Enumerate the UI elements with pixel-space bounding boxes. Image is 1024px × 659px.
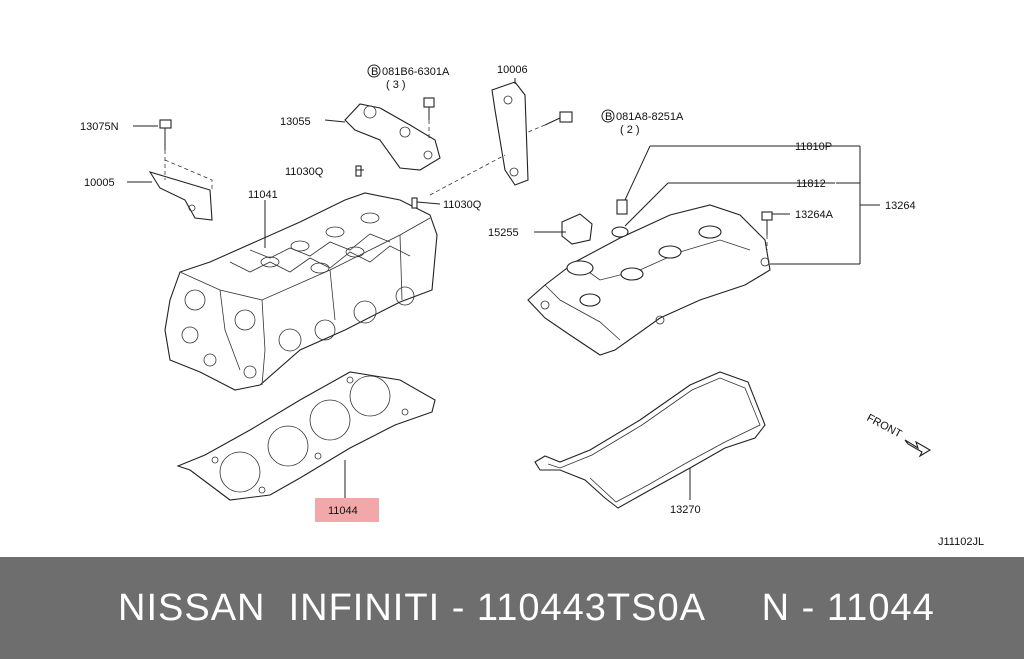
footer-separator: - [440,586,477,629]
label-081b6-group[interactable]: B 081B6-6301A ( 3 ) [367,64,450,91]
label-081a8-qty: ( 2 ) [620,124,640,136]
label-13264a[interactable]: 13264A [795,209,834,221]
rocker-gasket-drawing [534,371,766,509]
circled-b-mark-2: B [605,111,612,123]
diagram-code: J11102JL [938,536,984,548]
label-081a8-group[interactable]: B 081A8-8251A ( 2 ) [601,109,684,136]
label-13055[interactable]: 13055 [280,116,311,128]
bolt-081a8-drawing [544,111,573,126]
label-13264[interactable]: 13264 [885,200,916,212]
bolt-081b6-drawing [423,97,435,120]
bolt-13075n-drawing [159,119,172,150]
front-label: FRONT [865,412,904,441]
label-13270[interactable]: 13270 [670,504,701,516]
label-10005[interactable]: 10005 [84,177,115,189]
footer-text: NISSAN INFINITI - 110443TS0A N - 11044 [0,587,935,630]
label-081b6-6301a: 081B6-6301A [382,66,450,78]
label-15255[interactable]: 15255 [488,227,519,239]
dowel-pins-drawing [355,165,418,209]
label-13075n[interactable]: 13075N [80,121,119,133]
label-081b6-qty: ( 3 ) [386,79,406,91]
bracket-13055-drawing [344,103,441,171]
bracket-10006-drawing [491,81,529,186]
leader-lines [127,78,880,500]
footer-brand: NISSAN INFINITI [118,586,441,629]
footer-banner: NISSAN INFINITI - 110443TS0A N - 11044 [0,557,1024,659]
footer-part-number[interactable]: 110443TS0A [476,586,704,629]
label-11044[interactable]: 11044 [328,505,358,517]
label-11810p[interactable]: 11810P [795,141,832,153]
circled-b-mark: B [371,66,378,78]
label-11030q-upper[interactable]: 11030Q [285,166,324,178]
bracket-10005-drawing [148,171,213,221]
label-10006[interactable]: 10006 [497,64,528,76]
head-gasket-drawing [176,371,436,501]
rocker-cover-drawing [527,204,771,356]
footer-gap [704,587,762,629]
parts-diagram: FRONT 13075N 10005 B 081B6-6301A ( 3 ) 1… [80,64,984,548]
cylinder-head-drawing [164,192,438,391]
footer-code: N - 11044 [761,586,935,629]
assembly-lines [164,120,768,250]
label-11030q-lower[interactable]: 11030Q [443,199,482,211]
small-parts-drawing [561,199,773,245]
front-arrow [904,439,932,458]
label-11041[interactable]: 11041 [248,189,278,201]
highlight-box-11044 [315,498,379,522]
label-11812[interactable]: 11812 [796,178,826,190]
label-081a8-8251a: 081A8-8251A [616,111,684,123]
